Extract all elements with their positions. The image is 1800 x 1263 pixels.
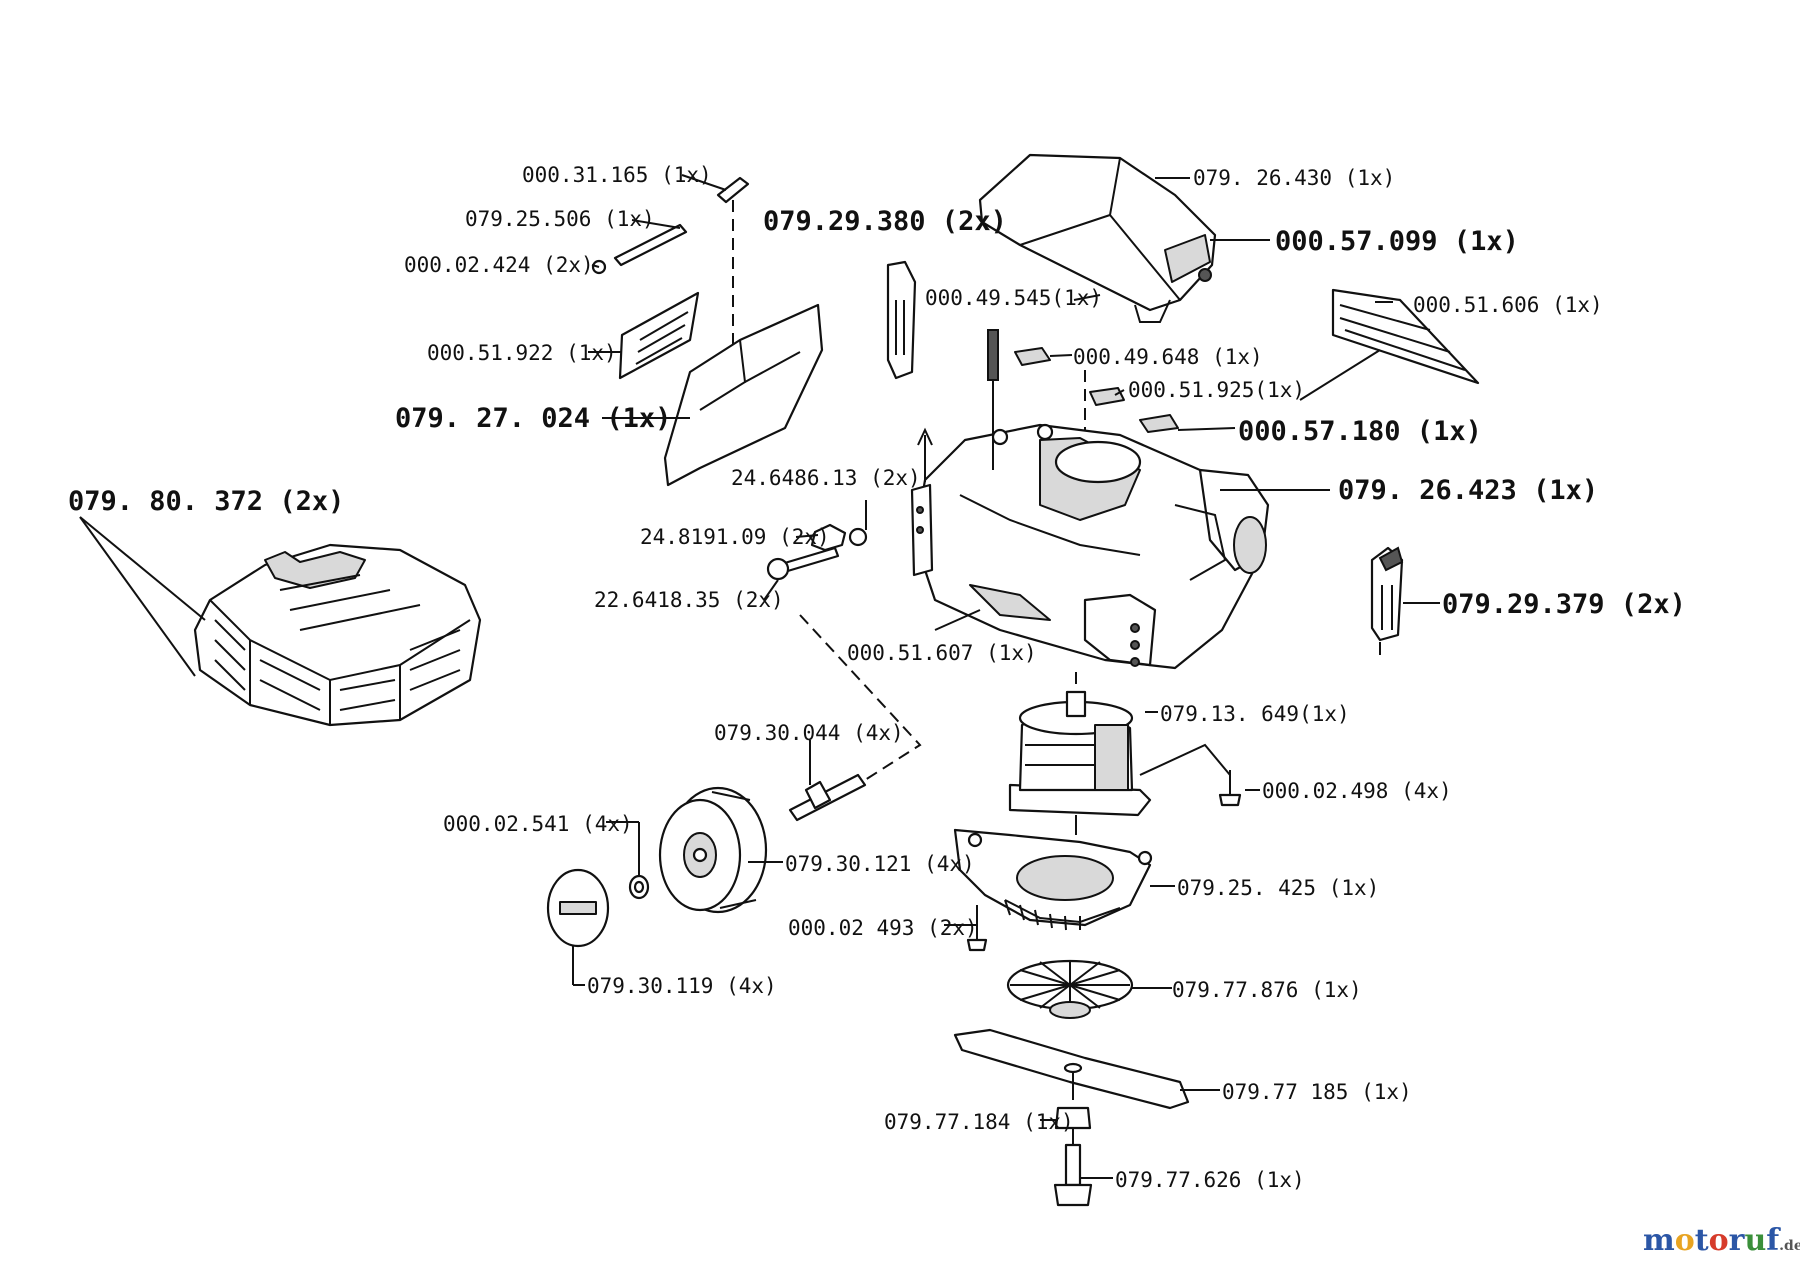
label-washer-24: 24.6486.13 (2x) [731, 466, 921, 490]
label-motor-screw: 000.02.498 (4x) [1262, 779, 1452, 803]
label-axle-rod: 079.25.506 (1x) [465, 207, 655, 231]
label-knob-24: 24.8191.09 (2x) [640, 525, 830, 549]
label-pin-top: 000.31.165 (1x) [522, 163, 712, 187]
watermark-letter: t [1695, 1223, 1709, 1258]
label-housing: 079. 26.423 (1x) [1338, 475, 1598, 506]
watermark-letter: f [1766, 1223, 1781, 1258]
label-fan-housing: 079.25. 425 (1x) [1177, 876, 1379, 900]
label-cover-knob: 000.57.099 (1x) [1275, 226, 1519, 257]
label-wheel-washer: 000.02.541 (4x) [443, 812, 633, 836]
hub-cap-drawing [546, 868, 610, 948]
label-sticker-a: 000.49.545(1x) [925, 286, 1102, 310]
watermark-suffix: .de [1779, 1238, 1800, 1254]
label-sticker-d: 000.57.180 (1x) [1238, 416, 1482, 447]
warning-label-drawing [1331, 288, 1480, 385]
label-fan-screw: 000.02 493 (2x) [788, 916, 978, 940]
part-labels: 079. 26.430 (1x) 000.57.099 (1x) 000.31.… [68, 163, 1686, 1192]
label-sticker-b: 000.49.648 (1x) [1073, 345, 1263, 369]
watermark-letter: o [1675, 1223, 1695, 1258]
label-clip: 000.02.424 (2x) [404, 253, 594, 277]
label-side-label: 000.51.607 (1x) [847, 641, 1037, 665]
motor-screw-drawing [1139, 743, 1242, 807]
label-blade-holder: 079.77.184 (1x) [884, 1110, 1074, 1134]
motor-drawing [1008, 672, 1152, 835]
blade-drawing [953, 1028, 1190, 1110]
housing-drawing [913, 423, 1270, 670]
fan-screw-drawing [966, 905, 988, 952]
label-handle-bracket: 079.29.380 (2x) [763, 206, 1007, 237]
grass-box-drawing [193, 543, 482, 727]
label-blade: 079.77 185 (1x) [1222, 1080, 1412, 1104]
side-fastener-drawing [766, 427, 934, 581]
label-hub-cap: 079.30.119 (4x) [587, 974, 777, 998]
handle-bracket-2-drawing [1370, 546, 1404, 655]
watermark-letter: r [1729, 1223, 1746, 1258]
wheel-washer-drawing [628, 874, 650, 900]
wheel-drawing [658, 786, 768, 914]
rod-assembly-drawing [591, 176, 750, 345]
label-motor: 079.13. 649(1x) [1160, 702, 1350, 726]
label-axle: 079.30.044 (4x) [714, 721, 904, 745]
blade-holder-drawing [1053, 1072, 1093, 1207]
watermark-letter: o [1709, 1223, 1729, 1258]
flap-drawing [663, 303, 824, 487]
label-sticker-c: 000.51.925(1x) [1128, 378, 1305, 402]
watermark-letter: m [1643, 1223, 1675, 1258]
axle-drawing [788, 614, 922, 822]
handle-bracket-drawing [886, 260, 917, 380]
leader-lines [79, 174, 1440, 1179]
watermark-logo: motoruf.de [1643, 1223, 1800, 1258]
label-grass-box: 079. 80. 372 (2x) [68, 486, 344, 517]
cover-drawing [978, 153, 1217, 323]
flap-label-drawing [618, 291, 700, 380]
svg-text:motoruf.de: motoruf.de [1643, 1223, 1800, 1258]
label-flap-label: 000.51.922 (1x) [427, 341, 617, 365]
label-warning-label: 000.51.606 (1x) [1413, 293, 1603, 317]
label-wheel: 079.30.121 (4x) [785, 852, 975, 876]
watermark-letter: u [1744, 1223, 1766, 1258]
fan-drawing [1006, 959, 1134, 1019]
label-handle-bracket-2: 079.29.379 (2x) [1442, 589, 1686, 620]
stickers-drawing [987, 329, 1179, 470]
label-bolt-22: 22.6418.35 (2x) [594, 588, 784, 612]
label-cover: 079. 26.430 (1x) [1193, 166, 1395, 190]
label-blade-bolt: 079.77.626 (1x) [1115, 1168, 1305, 1192]
fan-housing-drawing [953, 828, 1153, 931]
label-flap: 079. 27. 024 (1x) [395, 403, 671, 434]
label-fan: 079.77.876 (1x) [1172, 978, 1362, 1002]
